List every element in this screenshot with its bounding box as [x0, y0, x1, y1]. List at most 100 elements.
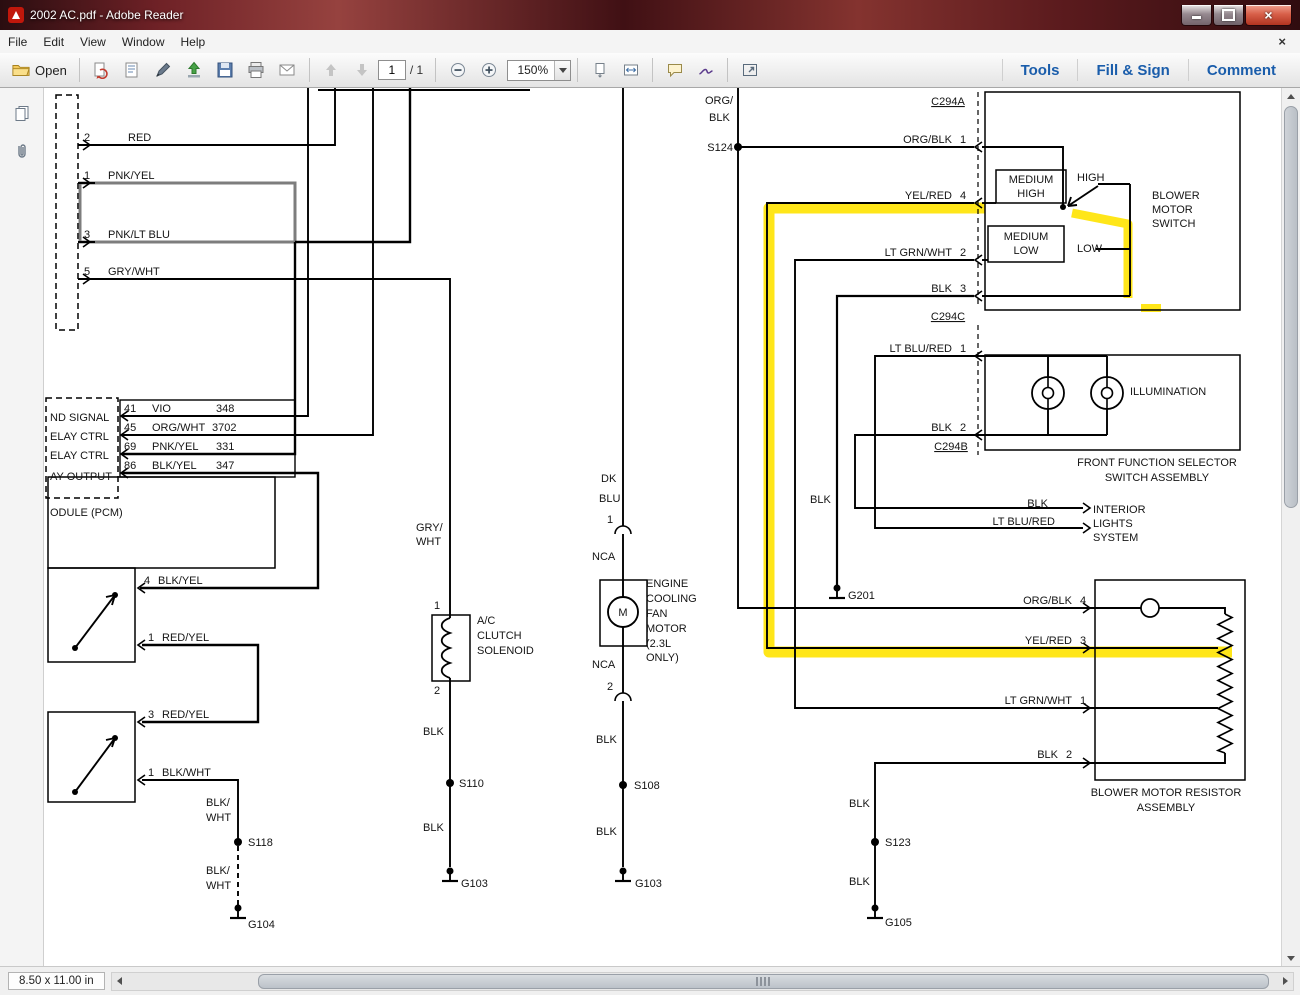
diagram-label: BLK/WHT — [162, 767, 211, 779]
menu-help[interactable]: Help — [173, 32, 214, 52]
print-button[interactable] — [243, 57, 270, 83]
zoom-dropdown-button[interactable] — [554, 61, 570, 80]
diagram-label: HIGH — [1017, 188, 1045, 200]
diagram-label: MOTOR — [646, 623, 687, 635]
diagram-label: 348 — [216, 403, 234, 415]
menu-window[interactable]: Window — [114, 32, 173, 52]
junction-dot — [1060, 204, 1066, 210]
tools-button[interactable]: Tools — [1003, 62, 1078, 79]
diagram-label: CLUTCH — [477, 630, 522, 642]
document-close-button[interactable]: × — [1274, 34, 1290, 49]
fit-width-button[interactable] — [617, 57, 644, 83]
diagram-label: 2 — [434, 685, 440, 697]
menu-view[interactable]: View — [72, 32, 114, 52]
scroll-grip-icon — [756, 977, 770, 986]
diagram-label: YEL/RED — [905, 190, 952, 202]
diagram-label: 1 — [607, 514, 613, 526]
diagram-label: ELAY CTRL — [50, 450, 109, 462]
diagram-label: 3702 — [212, 422, 236, 434]
comment-bubble-icon — [667, 62, 683, 78]
horizontal-scrollbar[interactable] — [111, 972, 1294, 991]
zoom-out-button[interactable] — [444, 57, 471, 83]
fit-width-icon — [623, 62, 639, 78]
diagram-label: RED/YEL — [162, 632, 209, 644]
page-number-input[interactable] — [378, 60, 406, 80]
scroll-right-button[interactable] — [1277, 973, 1293, 990]
scroll-left-button[interactable] — [112, 973, 128, 990]
diagram-label: PNK/YEL — [108, 170, 154, 182]
attachments-button[interactable] — [7, 136, 37, 166]
horizontal-scroll-track[interactable] — [128, 973, 1277, 990]
create-form-button[interactable] — [119, 57, 146, 83]
diagram-label: 3 — [84, 229, 90, 241]
minimize-button[interactable] — [1181, 5, 1212, 26]
junction-dot — [871, 838, 879, 846]
diagram-label: 1 — [434, 600, 440, 612]
convert-pdf-button[interactable] — [88, 57, 115, 83]
diagram-label: LT GRN/WHT — [1005, 695, 1073, 707]
toolbar-separator — [727, 58, 728, 82]
window-title: 2002 AC.pdf - Adobe Reader — [30, 8, 183, 22]
connector-arrow-icon — [1083, 523, 1090, 533]
zoom-level-select[interactable]: 150% — [507, 60, 571, 81]
diagram-label: LOW — [1013, 245, 1039, 257]
diagram-label: BLK — [931, 283, 952, 295]
wire — [142, 780, 238, 842]
menu-bar: File Edit View Window Help × — [0, 30, 1300, 54]
create-form-icon — [123, 61, 141, 79]
page-thumbnails-button[interactable] — [7, 98, 37, 128]
junction-dot — [72, 789, 78, 795]
page-up-icon — [323, 62, 339, 78]
main-toolbar: Open — [0, 53, 1300, 88]
diagram-label: BLK — [423, 822, 444, 834]
page-thumbnails-icon — [13, 104, 31, 122]
vertical-scroll-thumb[interactable] — [1284, 106, 1298, 508]
fill-sign-button[interactable]: Fill & Sign — [1078, 62, 1187, 79]
next-page-button[interactable] — [349, 57, 376, 83]
diagram-label: DK — [601, 473, 617, 485]
menu-file[interactable]: File — [0, 32, 35, 52]
diagram-label: LT BLU/RED — [992, 516, 1055, 528]
sign-document-button[interactable] — [150, 57, 177, 83]
diagram-label: BLK — [1037, 749, 1058, 761]
diagram-label: ORG/WHT — [152, 422, 205, 434]
diagram-label: AY OUTPUT — [50, 471, 112, 483]
wire — [875, 356, 1083, 528]
email-button[interactable] — [274, 57, 301, 83]
diagram-label: S124 — [707, 142, 733, 154]
vertical-scrollbar[interactable] — [1281, 88, 1300, 966]
diagram-label: MEDIUM — [1009, 174, 1054, 186]
scroll-mode-button[interactable] — [586, 57, 613, 83]
diagram-label: 1 — [148, 767, 154, 779]
share-upload-button[interactable] — [181, 57, 208, 83]
previous-page-button[interactable] — [318, 57, 345, 83]
diagram-label: BLK — [596, 826, 617, 838]
save-file-button[interactable] — [212, 57, 239, 83]
sticky-note-button[interactable] — [661, 57, 688, 83]
highlight-text-button[interactable] — [692, 57, 719, 83]
zoom-out-icon — [450, 62, 466, 78]
diagram-label: S110 — [459, 778, 484, 790]
diagram-label: LIGHTS — [1093, 518, 1133, 530]
open-button[interactable]: Open — [6, 59, 73, 81]
diagram-label: ODULE (PCM) — [50, 507, 123, 519]
diagram-box — [56, 95, 78, 330]
zoom-in-button[interactable] — [475, 57, 502, 83]
scroll-up-button[interactable] — [1282, 88, 1300, 104]
horizontal-scroll-thumb[interactable] — [258, 974, 1269, 989]
fullscreen-button[interactable] — [736, 57, 763, 83]
title-bar[interactable]: 2002 AC.pdf - Adobe Reader × — [0, 0, 1300, 30]
email-icon — [278, 61, 296, 79]
comment-button[interactable]: Comment — [1189, 62, 1294, 79]
restore-button[interactable] — [1213, 5, 1244, 26]
scroll-down-button[interactable] — [1282, 950, 1300, 966]
menu-edit[interactable]: Edit — [35, 32, 72, 52]
diagram-label: BLK — [423, 726, 444, 738]
diagram-label: LT BLU/RED — [889, 343, 952, 355]
diagram-box — [48, 477, 275, 568]
diagram-label: WHT — [416, 536, 441, 548]
share-upload-icon — [185, 61, 203, 79]
wire — [1159, 608, 1225, 614]
close-button[interactable]: × — [1245, 5, 1292, 26]
